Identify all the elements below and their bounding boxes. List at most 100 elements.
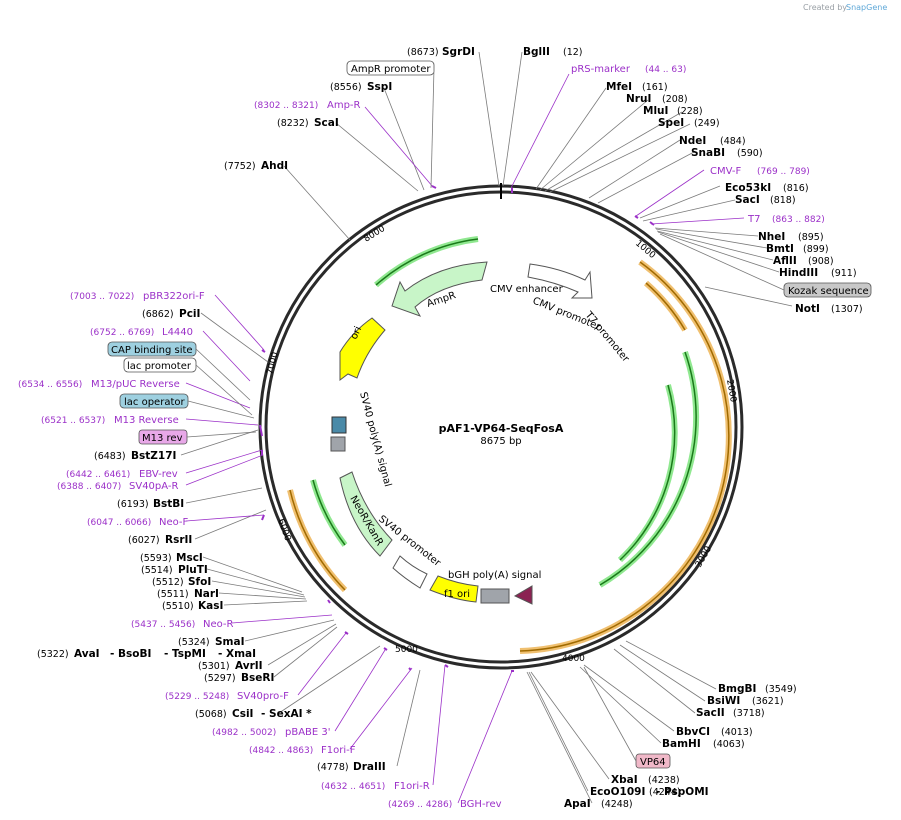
green-track-outer bbox=[598, 351, 700, 588]
enzyme-name: NotI bbox=[795, 303, 820, 315]
enzyme-name: - BsoBI bbox=[110, 648, 151, 660]
enzyme-name: BstBI bbox=[153, 498, 184, 510]
vp64-track-outer-line bbox=[519, 261, 730, 652]
primer-name: F1ori-F bbox=[321, 745, 356, 756]
vp64-label: VP64 bbox=[640, 757, 666, 768]
primer-range: (4842 .. 4863) bbox=[249, 746, 313, 756]
lac-features-stack bbox=[331, 416, 347, 434]
enzyme-pos: (5068) bbox=[195, 709, 227, 720]
ampr-promoter-label: AmpR promoter bbox=[351, 64, 431, 75]
snapgene-credit: SnapGene bbox=[846, 3, 887, 12]
primer-range: (44 .. 63) bbox=[645, 65, 686, 75]
primer-range: (4269 .. 4286) bbox=[388, 800, 452, 810]
tick-7000: 7000 bbox=[265, 351, 281, 376]
primer-name: Amp-R bbox=[327, 100, 361, 111]
enzyme-pos: (6193) bbox=[117, 499, 149, 510]
primer-leader-lines bbox=[185, 73, 745, 804]
enzyme-name: ApaI bbox=[564, 798, 591, 810]
primer-range: (8302 .. 8321) bbox=[254, 101, 318, 111]
ampr-feature-arrow bbox=[391, 261, 488, 317]
primer-name: CMV-F bbox=[710, 166, 741, 177]
fosa-track-line bbox=[645, 282, 686, 331]
enzyme-pos: (3718) bbox=[733, 708, 765, 719]
enzyme-pos: (7752) bbox=[224, 161, 256, 172]
primer-name: pBABE 3' bbox=[285, 727, 331, 738]
enzyme-pos: (5324) bbox=[178, 637, 210, 648]
bgh-grey-feature bbox=[480, 588, 510, 604]
enzyme-name: Eco53kI bbox=[725, 182, 771, 194]
enzyme-name: SnaBI bbox=[691, 147, 725, 159]
enzyme-pos: (4244) bbox=[649, 787, 681, 798]
m13-rev-label: M13 rev bbox=[142, 433, 183, 444]
sv40-promoter-arrow bbox=[392, 555, 428, 589]
sv40-polya-label: SV40 poly(A) signal bbox=[357, 391, 393, 488]
enzyme-pos: (895) bbox=[798, 232, 824, 243]
enzyme-pos: (6483) bbox=[94, 451, 126, 462]
enzyme-pos: (899) bbox=[803, 244, 829, 255]
enzyme-pos: (161) bbox=[642, 82, 668, 93]
enzyme-name: BmgBI bbox=[718, 683, 756, 695]
bgh-polya-arrow bbox=[513, 585, 533, 605]
enzyme-pos: (816) bbox=[783, 183, 809, 194]
enzyme-name: PluTI bbox=[178, 564, 208, 576]
enzyme-pos: (4248) bbox=[601, 799, 633, 810]
enzyme-pos: (228) bbox=[677, 106, 703, 117]
enzyme-name: BseRI bbox=[241, 672, 274, 684]
enzyme-name: SfoI bbox=[188, 576, 211, 588]
enzyme-pos: (8232) bbox=[277, 118, 309, 129]
box-leader-lines bbox=[186, 67, 785, 762]
primer-range: (6442 .. 6461) bbox=[66, 470, 130, 480]
enzyme-name: RsrII bbox=[165, 534, 192, 546]
cmv-enhancer-arrow bbox=[527, 263, 593, 299]
primer-name: pBR322ori-F bbox=[143, 291, 205, 302]
tick-5000: 5000 bbox=[395, 645, 418, 655]
enzyme-pos: (911) bbox=[831, 268, 857, 279]
enzyme-name: DraIII bbox=[353, 761, 386, 773]
left-orange-track-line bbox=[289, 489, 346, 591]
leader-lines bbox=[180, 51, 793, 804]
plasmid-length: 8675 bp bbox=[480, 436, 521, 447]
enzyme-name: - XmaI bbox=[218, 648, 256, 660]
enzyme-name: NheI bbox=[758, 231, 785, 243]
enzyme-name: MscI bbox=[176, 552, 203, 564]
enzyme-name: AvrII bbox=[235, 660, 263, 672]
tick-6000: 6000 bbox=[275, 518, 292, 543]
enzyme-name: AflII bbox=[773, 255, 797, 267]
ori-label: ori bbox=[349, 325, 364, 341]
enzyme-name: KasI bbox=[198, 600, 223, 612]
cap-binding-label: CAP binding site bbox=[111, 345, 193, 356]
left-green-track bbox=[310, 479, 348, 547]
enzyme-name: SspI bbox=[367, 81, 392, 93]
enzyme-pos: (5322) bbox=[37, 649, 69, 660]
enzyme-name: NruI bbox=[626, 93, 651, 105]
enzyme-name: CsiI bbox=[232, 708, 253, 720]
enzyme-name: MluI bbox=[643, 105, 668, 117]
enzyme-pos: (208) bbox=[662, 94, 688, 105]
green-track-outer-line bbox=[599, 351, 697, 586]
enzyme-name: AhdI bbox=[261, 160, 288, 172]
enzyme-name: BglII bbox=[523, 46, 550, 58]
t7-promoter-label: T7 promoter bbox=[582, 309, 632, 365]
primer-range: (5437 .. 5456) bbox=[131, 620, 195, 630]
enzyme-pos: (6027) bbox=[128, 535, 160, 546]
enzyme-pos: (5297) bbox=[204, 673, 236, 684]
primer-range: (4632 .. 4651) bbox=[321, 782, 385, 792]
cmv-enhancer-label: CMV enhancer bbox=[490, 284, 564, 295]
enzyme-name: XbaI bbox=[611, 774, 638, 786]
green-track-inner-line bbox=[619, 384, 676, 561]
primer-name: BGH-rev bbox=[460, 799, 502, 810]
credit-text: Created by bbox=[803, 3, 847, 12]
enzyme-name: BstZ17I bbox=[131, 450, 176, 462]
tick-2000: 2000 bbox=[724, 379, 738, 404]
enzyme-name: SpeI bbox=[658, 117, 684, 129]
primer-range: (769 .. 789) bbox=[757, 167, 810, 177]
lac-operator-label: lac operator bbox=[124, 397, 185, 408]
primer-range: (6047 .. 6066) bbox=[87, 518, 151, 528]
enzyme-name: ScaI bbox=[314, 117, 339, 129]
primer-range: (6388 .. 6407) bbox=[57, 482, 121, 492]
enzyme-name: BmtI bbox=[766, 243, 794, 255]
enzyme-pos: (249) bbox=[694, 118, 720, 129]
primer-range: (863 .. 882) bbox=[772, 215, 825, 225]
enzyme-name: - PspOMI bbox=[656, 786, 709, 798]
enzyme-pos: (5512) bbox=[152, 577, 184, 588]
